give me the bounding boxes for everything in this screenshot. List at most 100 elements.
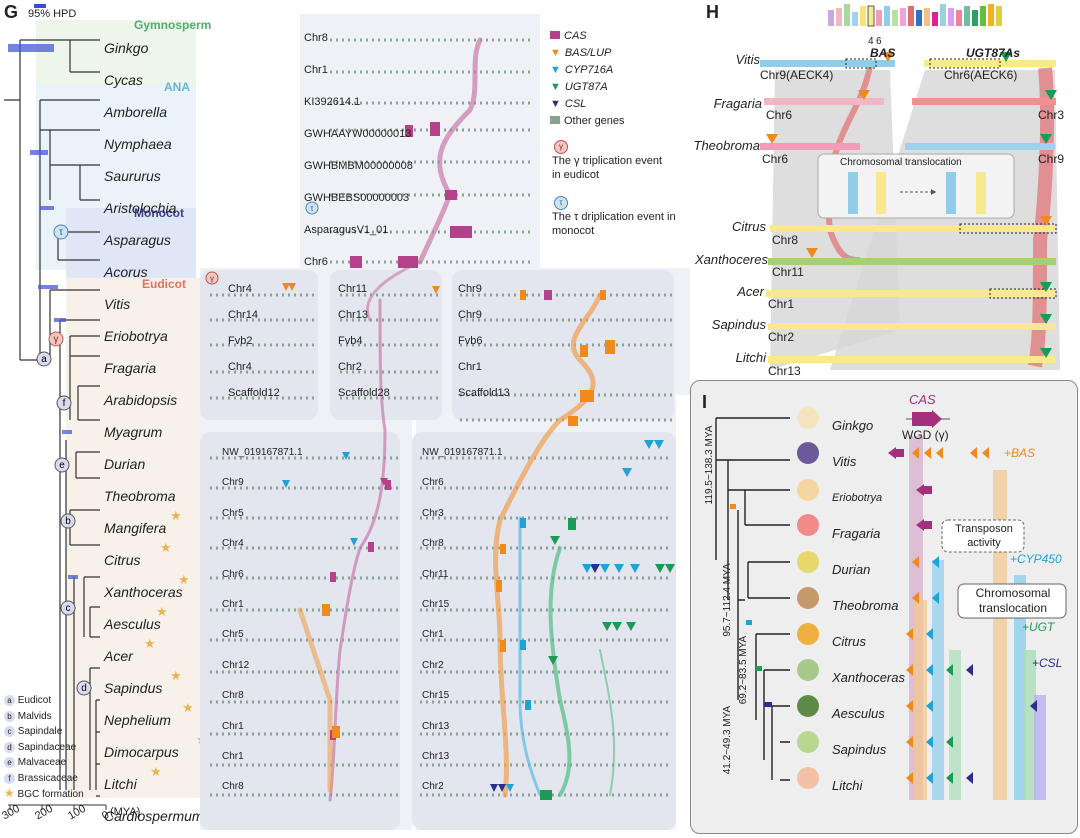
taxon: Nephelium bbox=[104, 712, 171, 728]
synteny-block-mid bbox=[330, 270, 442, 420]
taxon: Sapindus bbox=[104, 680, 163, 696]
star-icon: ★ bbox=[4, 786, 15, 800]
gamma-event: γ The γ triplication event in eudicot bbox=[552, 140, 663, 181]
h-species-xanthoceres: Xanthoceres bbox=[695, 252, 768, 267]
bas-triangle-icon: ▼ bbox=[550, 47, 561, 59]
synteny-block-bl bbox=[200, 432, 400, 830]
gain-csl: +CSL bbox=[1032, 656, 1063, 670]
h-species-acer: Acer bbox=[737, 284, 764, 299]
bgc-star-icon: ★ bbox=[170, 668, 182, 683]
node-a: a bbox=[41, 354, 47, 365]
axis-unit: (MYA) bbox=[110, 806, 141, 818]
h-species-citrus: Citrus bbox=[732, 219, 766, 234]
taxon: Durian bbox=[104, 456, 146, 472]
chr-label: GWHBEBS00000003 bbox=[304, 192, 410, 204]
chr-label: Chr8 bbox=[304, 32, 328, 44]
bgc-star-icon: ★ bbox=[160, 540, 172, 555]
taxon: Xanthoceras bbox=[104, 584, 183, 600]
h-chr-right: Chr9 bbox=[1038, 152, 1065, 166]
gamma-icon: γ bbox=[554, 140, 568, 154]
chr-label: GWHAAYW00000013 bbox=[304, 128, 412, 140]
taxon: Acer bbox=[104, 648, 133, 664]
node-d: d bbox=[81, 683, 87, 694]
svg-text:τ: τ bbox=[310, 204, 314, 213]
taxon: Saururus bbox=[104, 168, 161, 184]
chr-label: Chr1 bbox=[304, 64, 328, 76]
taxon: Asparagus bbox=[104, 232, 171, 248]
taxon: Nymphaea bbox=[104, 136, 172, 152]
callout-translocation: Chromosomal translocation bbox=[975, 586, 1051, 615]
taxa-list: Ginkgo Cycas Amborella Nymphaea Saururus… bbox=[104, 32, 204, 832]
gymnosperm-bg bbox=[36, 20, 196, 84]
node-f: f bbox=[63, 398, 66, 409]
bas-label: BAS bbox=[870, 46, 896, 60]
chr-label: KI392614.1 bbox=[304, 96, 361, 108]
taxon: Dimocarpus bbox=[104, 744, 179, 760]
bgc-star-icon: ★ bbox=[170, 508, 182, 523]
gymnosperm-label: Gymnosperm bbox=[134, 18, 212, 32]
callout-transposon: Transposon activity bbox=[955, 523, 1013, 549]
time-label: 119.5~138.3 MYA bbox=[704, 425, 715, 505]
bar-tick: 4 bbox=[868, 36, 874, 47]
h-chr-right: Chr3 bbox=[1038, 108, 1065, 122]
legend-key: b bbox=[4, 710, 15, 722]
panel-g-letter: G bbox=[4, 2, 19, 22]
bar-tick: 6 bbox=[876, 36, 882, 47]
panel-i-letter: I bbox=[702, 392, 708, 412]
bgc-star-icon: ★ bbox=[182, 700, 194, 715]
legend-key: d bbox=[4, 741, 15, 753]
legend-key: c bbox=[4, 726, 15, 737]
taxon: Aristolochia bbox=[104, 200, 177, 216]
synteny-legend: CAS ▼BAS/LUP ▼CYP716A ▼UGT87A ▼CSL Other… bbox=[550, 30, 625, 127]
cyp-triangle-icon: ▼ bbox=[550, 64, 561, 76]
chr-label: GWHBMBM00000008 bbox=[304, 160, 413, 172]
other-swatch bbox=[550, 116, 560, 124]
legend-key: e bbox=[4, 757, 15, 768]
gain-cyp: +CYP450 bbox=[1010, 552, 1062, 566]
taxon: Theobroma bbox=[104, 488, 176, 504]
monocot-label: Monocot bbox=[134, 206, 184, 220]
wgd-label: WGD (γ) bbox=[902, 428, 949, 442]
inset-title: Chromosomal translocation bbox=[840, 157, 962, 168]
node-e: e bbox=[59, 460, 65, 471]
h-chr-left: Chr6 bbox=[766, 108, 793, 122]
h-chr-right: Chr6(AECK6) bbox=[944, 68, 1018, 82]
tau-event: τ The τ driplication event in monocot bbox=[552, 196, 676, 237]
time-label: 95.7~112.4 MYA bbox=[722, 563, 733, 637]
h-species-litchi: Litchi bbox=[735, 350, 766, 365]
hpd-label: 95% HPD bbox=[28, 8, 77, 20]
tau-icon: τ bbox=[554, 196, 568, 210]
h-chr-left: Chr11 bbox=[772, 265, 804, 279]
time-label: 41.2~49.3 MYA bbox=[722, 705, 733, 775]
h-chr-left: Chr8 bbox=[772, 233, 799, 247]
h-chr-left: Chr9(AECK4) bbox=[760, 68, 834, 82]
node-c: c bbox=[66, 603, 71, 614]
svg-text:γ: γ bbox=[210, 274, 214, 283]
bgc-star-icon: ★ bbox=[144, 636, 156, 651]
bgc-star-icon: ★ bbox=[156, 604, 168, 619]
taxon: Aesculus bbox=[104, 616, 161, 632]
gain-bas: +BAS bbox=[1004, 446, 1036, 460]
cas-swatch bbox=[550, 31, 560, 39]
time-label: 69.2~83.5 MYA bbox=[738, 635, 749, 705]
top-chr-labels: Chr8 Chr1 KI392614.1 GWHAAYW00000013 GWH… bbox=[304, 22, 413, 278]
legend-key: f bbox=[4, 772, 15, 784]
cas-label: CAS bbox=[909, 392, 936, 407]
h-species-fragaria: Fragaria bbox=[713, 96, 762, 111]
eudicot-label: Eudicot bbox=[142, 277, 186, 291]
taxon: Eriobotrya bbox=[104, 328, 168, 344]
ana-label: ANA bbox=[164, 80, 190, 94]
panel-h-letter: H bbox=[706, 2, 719, 22]
synteny-block-br bbox=[412, 432, 676, 830]
csl-triangle-icon: ▼ bbox=[550, 98, 561, 110]
panel-g-legend: a Eudicot b Malvids c Sapindale d Sapind… bbox=[4, 695, 84, 800]
